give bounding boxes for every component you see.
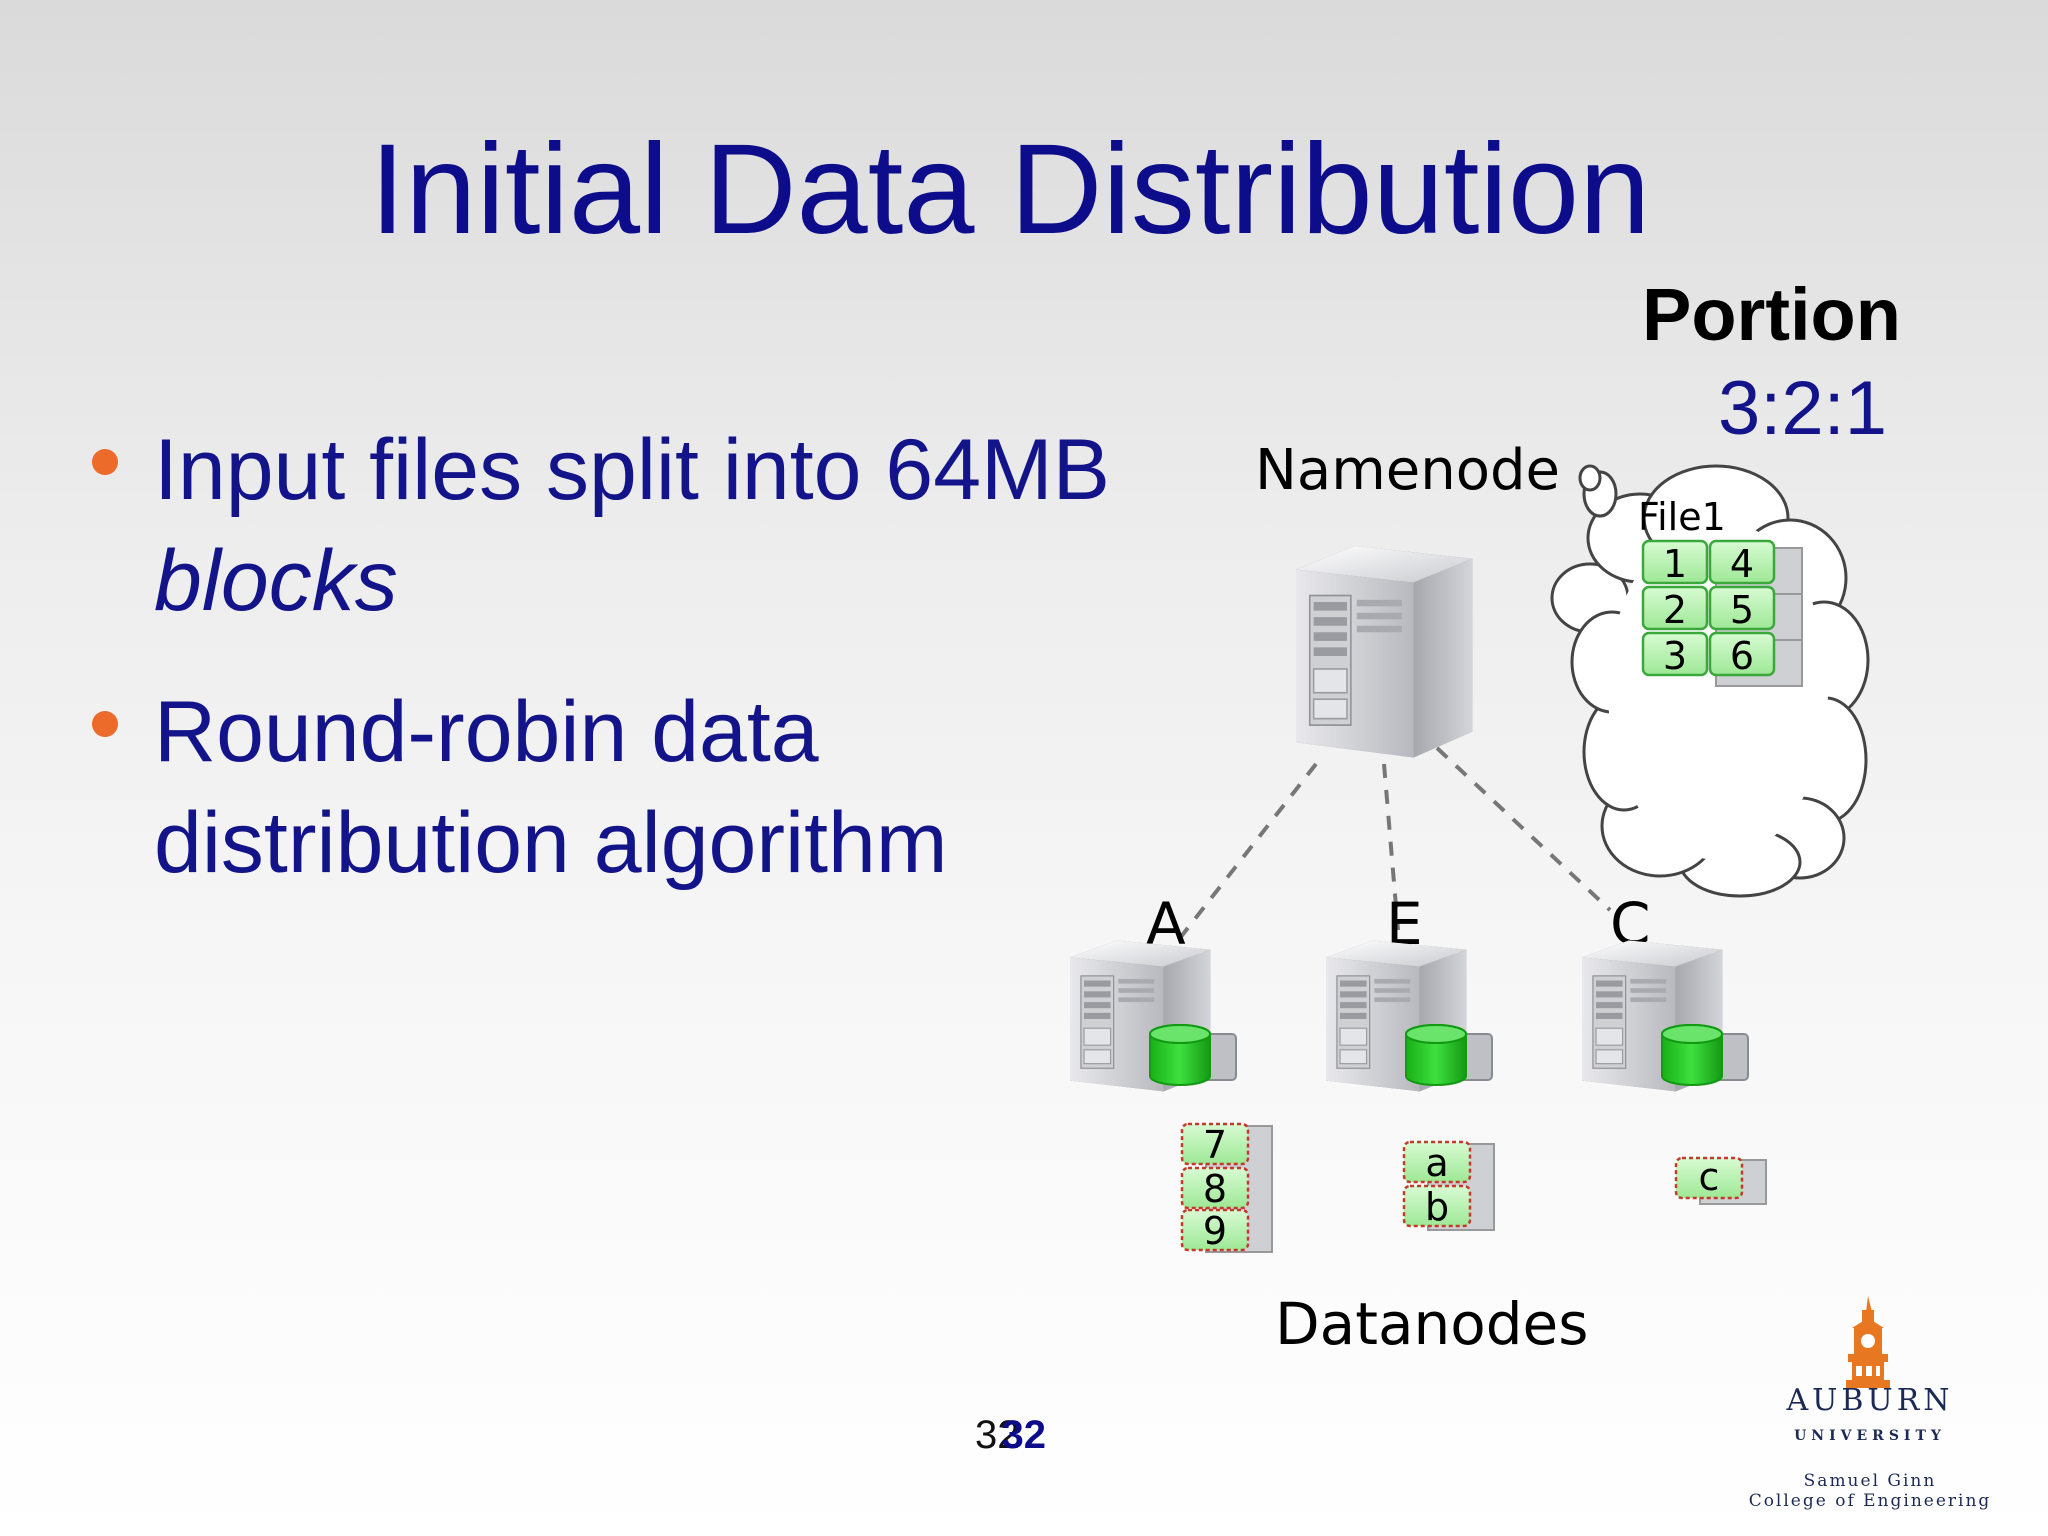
bullet-text: distribution algorithm	[154, 795, 948, 891]
svg-text:b: b	[1425, 1185, 1449, 1229]
svg-text:College of Engineering: College of Engineering	[1749, 1491, 1992, 1511]
svg-text:2: 2	[1663, 588, 1687, 632]
data-block: 8	[1180, 1166, 1250, 1211]
bullet-dot-icon	[92, 449, 118, 475]
data-block: 7	[1180, 1122, 1250, 1167]
bullet-text: Round-robin data	[154, 684, 819, 780]
svg-text:UNIVERSITY: UNIVERSITY	[1794, 1428, 1946, 1444]
namenode-label: Namenode	[1255, 438, 1560, 503]
svg-text:1: 1	[1663, 542, 1687, 586]
data-block: 9	[1180, 1208, 1250, 1253]
disk-icon	[1661, 1024, 1749, 1086]
svg-text:AUBURN: AUBURN	[1785, 1383, 1953, 1418]
svg-text:7: 7	[1203, 1123, 1227, 1167]
file-block: 3	[1641, 631, 1709, 678]
bullet-list: Input files split into 64MB blocks Round…	[80, 415, 1200, 939]
file-label: File1	[1638, 495, 1726, 539]
bullet-item: Round-robin data distribution algorithm	[80, 677, 1200, 899]
portion-title: Portion	[1642, 273, 1901, 356]
file-block: 5	[1708, 585, 1776, 632]
page-number-text: 32	[975, 1413, 1020, 1457]
bullet-dot-icon	[92, 711, 118, 737]
file-block: 6	[1708, 631, 1776, 678]
bullet-text: Input files split into 64MB	[154, 422, 1111, 518]
svg-text:4: 4	[1730, 542, 1754, 586]
auburn-logo: AUBURN UNIVERSITY Samuel Ginn College of…	[1749, 1296, 1992, 1511]
slide-title: Initial Data Distribution	[369, 118, 1651, 261]
svg-text:c: c	[1699, 1155, 1720, 1199]
data-block: b	[1402, 1184, 1472, 1229]
file-block-grid: 1 4 2 5 3 6	[1641, 539, 1803, 687]
bullet-text-italic: blocks	[154, 533, 398, 629]
page-number-text-overlay: 32	[1001, 1413, 1047, 1457]
tower-icon	[1846, 1296, 1890, 1388]
svg-text:3: 3	[1663, 634, 1687, 678]
bullet-item: Input files split into 64MB blocks	[80, 415, 1200, 637]
namenode-server-icon	[1295, 545, 1474, 759]
data-block: a	[1402, 1140, 1472, 1185]
svg-text:9: 9	[1203, 1209, 1227, 1253]
svg-text:8: 8	[1203, 1167, 1227, 1211]
svg-text:5: 5	[1730, 588, 1754, 632]
datanode-a-blocks: 7 8 9	[1180, 1122, 1273, 1253]
datanode-c-blocks: c	[1674, 1155, 1767, 1205]
data-block: c	[1674, 1155, 1744, 1200]
connector-line	[1178, 762, 1318, 940]
svg-text:Samuel Ginn: Samuel Ginn	[1804, 1471, 1937, 1491]
disk-icon	[1405, 1024, 1493, 1086]
connector-line	[1435, 746, 1612, 912]
portion-value: 3:2:1	[1718, 366, 1888, 451]
datanodes-label: Datanodes	[1275, 1290, 1589, 1358]
disk-icon	[1149, 1024, 1237, 1086]
svg-text:a: a	[1425, 1141, 1448, 1185]
connector-line	[1382, 763, 1400, 931]
page-number: 3232	[975, 1413, 1046, 1458]
svg-text:6: 6	[1730, 634, 1754, 678]
file-block: 4	[1708, 539, 1776, 586]
datanode-b-blocks: a b	[1402, 1140, 1495, 1231]
file-block: 2	[1641, 585, 1709, 632]
file-block: 1	[1641, 539, 1709, 586]
